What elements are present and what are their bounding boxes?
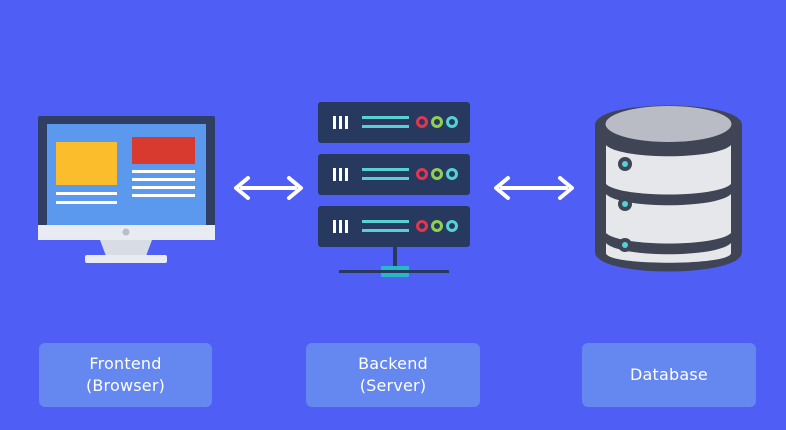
database-top: [605, 106, 732, 142]
content-block-red: [132, 137, 195, 164]
database-label-line-1: Database: [630, 365, 708, 384]
database-indicator-core: [622, 242, 628, 248]
server-lights: [416, 116, 458, 232]
screen-text-line: [132, 194, 195, 197]
backend-label-line-2: (Server): [359, 376, 427, 395]
screen-text-line: [132, 186, 195, 189]
database-indicator-core: [622, 161, 628, 167]
server-status-lines: [362, 116, 409, 232]
double-arrow-icon: [494, 176, 574, 200]
database-label-card: Database: [582, 343, 756, 407]
screen-text-line: [132, 178, 195, 181]
database-segment-1: [606, 145, 731, 195]
screen-text-line: [132, 170, 195, 173]
server-unit-1: [318, 102, 470, 143]
server-cable: [393, 247, 397, 267]
backend-label-line-1: Backend: [358, 354, 428, 373]
server-unit-2: [318, 154, 470, 195]
frontend-label-line-2: (Browser): [85, 376, 166, 395]
content-block-yellow: [56, 142, 117, 185]
double-arrow-icon: [234, 176, 303, 200]
database-indicator-core: [622, 201, 628, 207]
frontend-label-card: Frontend (Browser): [39, 343, 212, 407]
server-slots: [333, 116, 348, 233]
server-unit-3: [318, 206, 470, 247]
server-rack-icon: [318, 102, 470, 277]
monitor-neck: [100, 240, 152, 256]
server-base-line: [339, 270, 449, 273]
frontend-label-line-1: Frontend: [89, 354, 162, 373]
backend-label-card: Backend (Server): [306, 343, 480, 407]
screen-text-line: [56, 201, 117, 204]
database-cylinder-icon: [595, 105, 742, 272]
monitor-power-dot: [122, 228, 130, 236]
database-segment-2: [606, 194, 731, 244]
database-segment-3: [606, 243, 731, 263]
screen-text-line: [56, 192, 117, 195]
monitor-icon: [38, 116, 215, 263]
monitor-base: [85, 255, 167, 263]
